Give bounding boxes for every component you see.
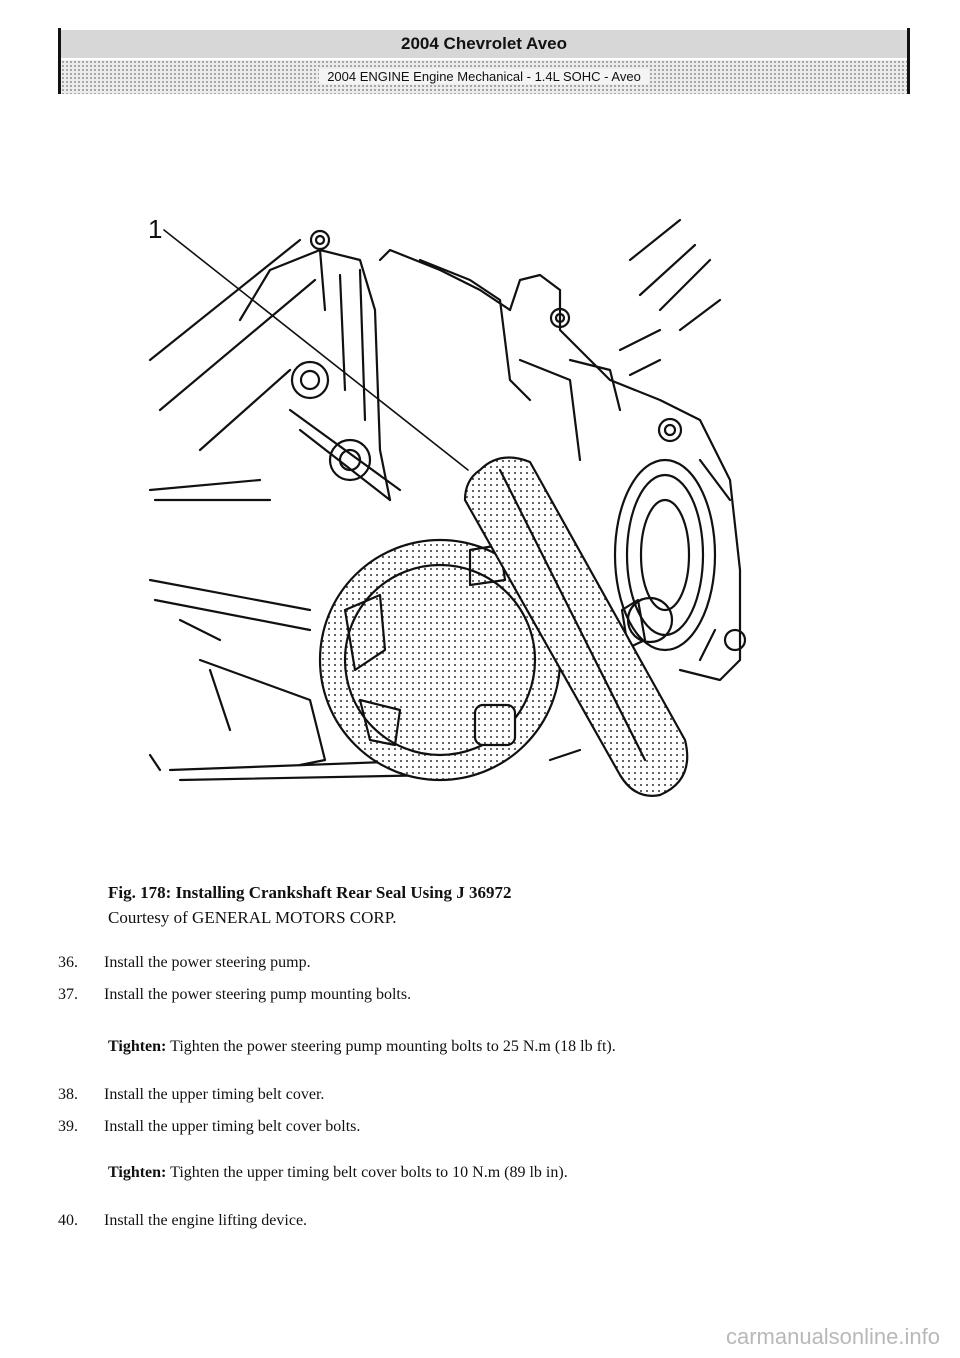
- caption-title: Fig. 178: Installing Crankshaft Rear Sea…: [108, 883, 512, 902]
- site-watermark: carmanualsonline.info: [725, 1324, 940, 1349]
- step-text: Install the upper timing belt cover.: [104, 1086, 325, 1103]
- caption-credit: Courtesy of GENERAL MOTORS CORP.: [108, 908, 397, 927]
- header-subtitle-text: 2004 ENGINE Engine Mechanical - 1.4L SOH…: [319, 69, 649, 84]
- step-text: Install the power steering pump mounting…: [104, 986, 412, 1003]
- step-38: 38. Install the upper timing belt cover.: [58, 1084, 858, 1106]
- step-39: 39. Install the upper timing belt cover …: [58, 1116, 858, 1138]
- step-number: 39.: [58, 1118, 78, 1135]
- figure-caption: Fig. 178: Installing Crankshaft Rear Sea…: [108, 880, 808, 930]
- step-36: 36. Install the power steering pump.: [58, 952, 858, 974]
- callout-leader: [163, 229, 469, 471]
- step-37: 37. Install the power steering pump moun…: [58, 984, 858, 1006]
- tighten-text: Tighten the upper timing belt cover bolt…: [170, 1164, 568, 1181]
- callout-number: 1: [148, 214, 162, 244]
- step-number: 37.: [58, 986, 78, 1003]
- tighten-note-2: Tighten: Tighten the upper timing belt c…: [108, 1162, 868, 1184]
- crankshaft-seal-illustration: 1: [140, 200, 760, 820]
- step-text: Install the engine lifting device.: [104, 1212, 308, 1229]
- page-header: 2004 Chevrolet Aveo 2004 ENGINE Engine M…: [58, 28, 910, 94]
- step-text: Install the power steering pump.: [104, 954, 311, 971]
- step-number: 40.: [58, 1212, 78, 1229]
- step-text: Install the upper timing belt cover bolt…: [104, 1118, 361, 1135]
- tighten-label: Tighten:: [108, 1038, 167, 1055]
- tighten-note-1: Tighten: Tighten the power steering pump…: [108, 1036, 868, 1058]
- step-number: 36.: [58, 954, 78, 971]
- tighten-text: Tighten the power steering pump mounting…: [170, 1038, 616, 1055]
- step-40: 40. Install the engine lifting device.: [58, 1210, 858, 1232]
- illustration-svg: 1: [148, 214, 747, 797]
- header-subtitle: 2004 ENGINE Engine Mechanical - 1.4L SOH…: [61, 60, 907, 94]
- header-title: 2004 Chevrolet Aveo: [61, 30, 907, 58]
- tighten-label: Tighten:: [108, 1164, 167, 1181]
- step-number: 38.: [58, 1086, 78, 1103]
